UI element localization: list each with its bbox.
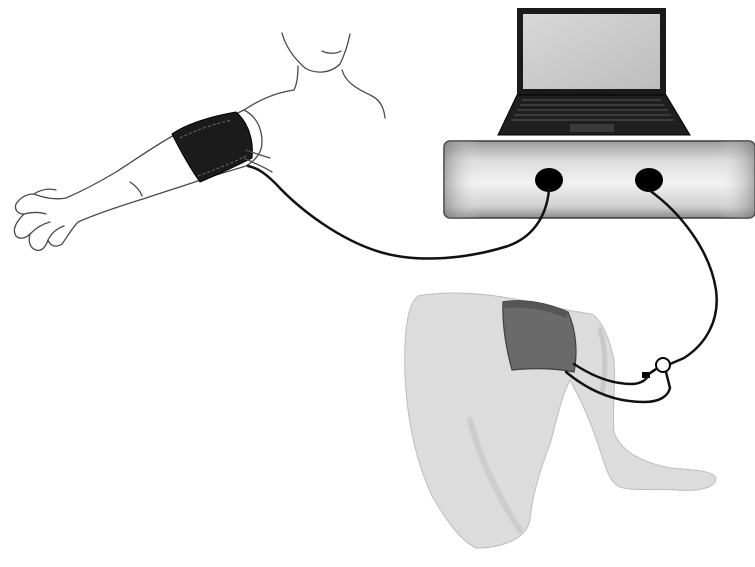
knee-shadow <box>597 327 608 395</box>
thigh-cuff <box>502 300 577 373</box>
upper-body-outline <box>243 32 386 119</box>
laptop-icon <box>497 8 691 136</box>
leg <box>404 292 717 549</box>
laptop-touchpad <box>570 124 614 132</box>
cable-cuff-to-sensor-upper <box>572 362 650 386</box>
mouth-line <box>321 50 342 54</box>
laptop-screen <box>523 14 660 89</box>
cable-cuff-to-sensor-lower <box>564 370 672 404</box>
arm-cuff <box>171 111 273 183</box>
device-port-right <box>635 168 663 192</box>
measurement-device <box>443 140 755 219</box>
cable-device-to-sensor <box>647 188 718 366</box>
device-port-left <box>535 168 563 192</box>
cable-arm-to-device <box>246 164 551 260</box>
cables <box>246 164 718 404</box>
